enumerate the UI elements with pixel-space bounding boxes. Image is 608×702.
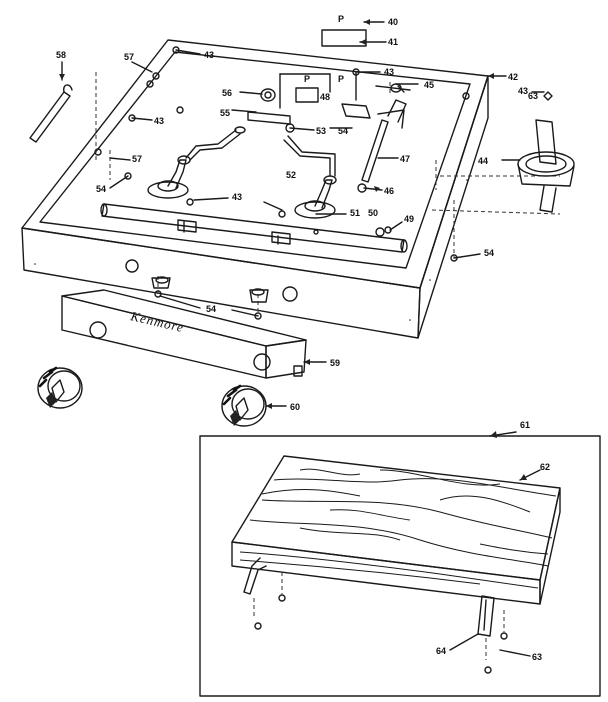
callout-59: 59 [330,358,340,368]
callout-57a: 57 [124,52,134,62]
callout-54c: 54 [484,248,494,258]
cooktop-frame [21,39,489,339]
callout-labels: P P P 40 41 42 43 43 43 43 43 44 45 46 4… [56,14,550,662]
callout-54a: 54 [96,184,106,194]
knob-right [221,384,267,427]
callout-50: 50 [368,208,378,218]
callout-58: 58 [56,50,66,60]
callout-52: 52 [286,170,296,180]
callout-56: 56 [222,88,232,98]
burner-ring-bracket [517,91,575,213]
leader-lines [61,21,545,657]
inner-brackets [177,219,291,245]
callout-p-left: P [304,74,310,84]
callout-43a: 43 [204,50,214,60]
knob-clips [151,276,269,303]
callout-48: 48 [320,92,330,102]
callout-43b: 43 [384,67,394,77]
inset-panel [199,435,601,697]
callout-57b: 57 [132,154,142,164]
cutting-board [231,455,561,605]
callout-42: 42 [508,72,518,82]
arrowheads [59,19,527,480]
callout-45: 45 [424,80,434,90]
burner-manifold [100,203,408,253]
lift-rod [29,84,73,143]
callout-p-right: P [338,74,344,84]
callout-p-top: P [338,14,344,24]
callout-54b: 54 [338,126,348,136]
burner-valve-left [147,126,246,199]
brand-logo: Kenmore [128,308,185,335]
callout-63a: 63 [528,91,538,101]
callout-46: 46 [384,186,394,196]
callout-44: 44 [478,156,488,166]
callout-43c: 43 [154,116,164,126]
callout-60: 60 [290,402,300,412]
callout-64: 64 [436,646,446,656]
callout-49: 49 [404,214,414,224]
board-brackets [243,557,508,674]
frame-knob-holes [125,259,298,302]
burner-valve-right [283,135,337,219]
orifice-fittings [247,71,411,133]
screws [94,46,470,320]
callout-63b: 63 [532,652,542,662]
callout-51: 51 [350,208,360,218]
knob-left [37,366,83,409]
callout-55: 55 [220,108,230,118]
callout-43d: 43 [232,192,242,202]
callout-54d: 54 [206,304,216,314]
callout-62: 62 [540,462,550,472]
callout-41: 41 [388,37,398,47]
callout-53: 53 [316,126,326,136]
callout-47: 47 [400,154,410,164]
callout-43e: 43 [518,86,528,96]
callout-61: 61 [520,420,530,430]
callout-40: 40 [388,17,398,27]
